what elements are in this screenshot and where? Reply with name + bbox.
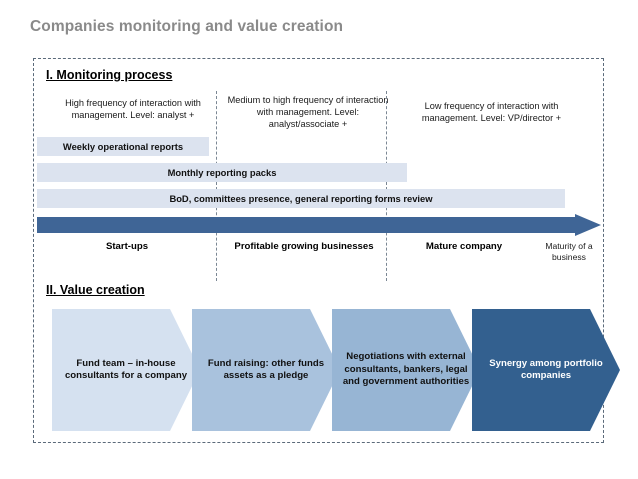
frequency-note-growing: Medium to high frequency of interaction … bbox=[227, 95, 389, 130]
report-bar-label: BoD, committees presence, general report… bbox=[169, 193, 433, 204]
timeline-arrow-icon bbox=[37, 214, 601, 236]
section-heading-value-creation: II. Value creation bbox=[46, 283, 145, 297]
chevron-shape-icon bbox=[472, 309, 620, 431]
chevron-shape-icon bbox=[332, 309, 480, 431]
value-step-label: Fund team – in-house consultants for a c… bbox=[64, 357, 188, 381]
stage-divider-second bbox=[386, 91, 387, 281]
value-step-negotiations[interactable]: Negotiations with external consultants, … bbox=[332, 309, 480, 431]
section-heading-monitoring: I. Monitoring process bbox=[46, 68, 173, 82]
report-bar-weekly: Weekly operational reports bbox=[37, 137, 209, 156]
chevron-shape-icon bbox=[192, 309, 340, 431]
content-frame: I. Monitoring process High frequency of … bbox=[33, 58, 620, 443]
value-step-fund-team[interactable]: Fund team – in-house consultants for a c… bbox=[52, 309, 200, 431]
page-title: Companies monitoring and value creation bbox=[30, 18, 344, 35]
report-bar-monthly: Monthly reporting packs bbox=[37, 163, 407, 182]
axis-end-label-maturity: Maturity of a business bbox=[545, 241, 593, 263]
value-step-fund-raising[interactable]: Fund raising: other funds assets as a pl… bbox=[192, 309, 340, 431]
report-bar-label: Monthly reporting packs bbox=[167, 167, 277, 178]
stage-label-startups: Start-ups bbox=[105, 241, 149, 252]
chevron-shape-icon bbox=[52, 309, 200, 431]
report-bar-label: Weekly operational reports bbox=[62, 141, 184, 152]
frequency-note-startups: High frequency of interaction with manag… bbox=[65, 98, 201, 121]
value-step-label: Negotiations with external consultants, … bbox=[342, 351, 470, 388]
frequency-note-mature: Low frequency of interaction with manage… bbox=[421, 101, 562, 124]
value-step-label: Synergy among portfolio companies bbox=[489, 357, 603, 381]
stage-label-mature-company: Mature company bbox=[425, 241, 503, 252]
report-bar-bod: BoD, committees presence, general report… bbox=[37, 189, 565, 208]
value-creation-chevron-row: Fund team – in-house consultants for a c… bbox=[52, 309, 620, 431]
stage-label-profitable-growing: Profitable growing businesses bbox=[234, 241, 374, 252]
stage-divider-first bbox=[216, 91, 217, 281]
value-step-label: Fund raising: other funds assets as a pl… bbox=[207, 357, 325, 381]
value-step-synergy[interactable]: Synergy among portfolio companies bbox=[472, 309, 620, 431]
